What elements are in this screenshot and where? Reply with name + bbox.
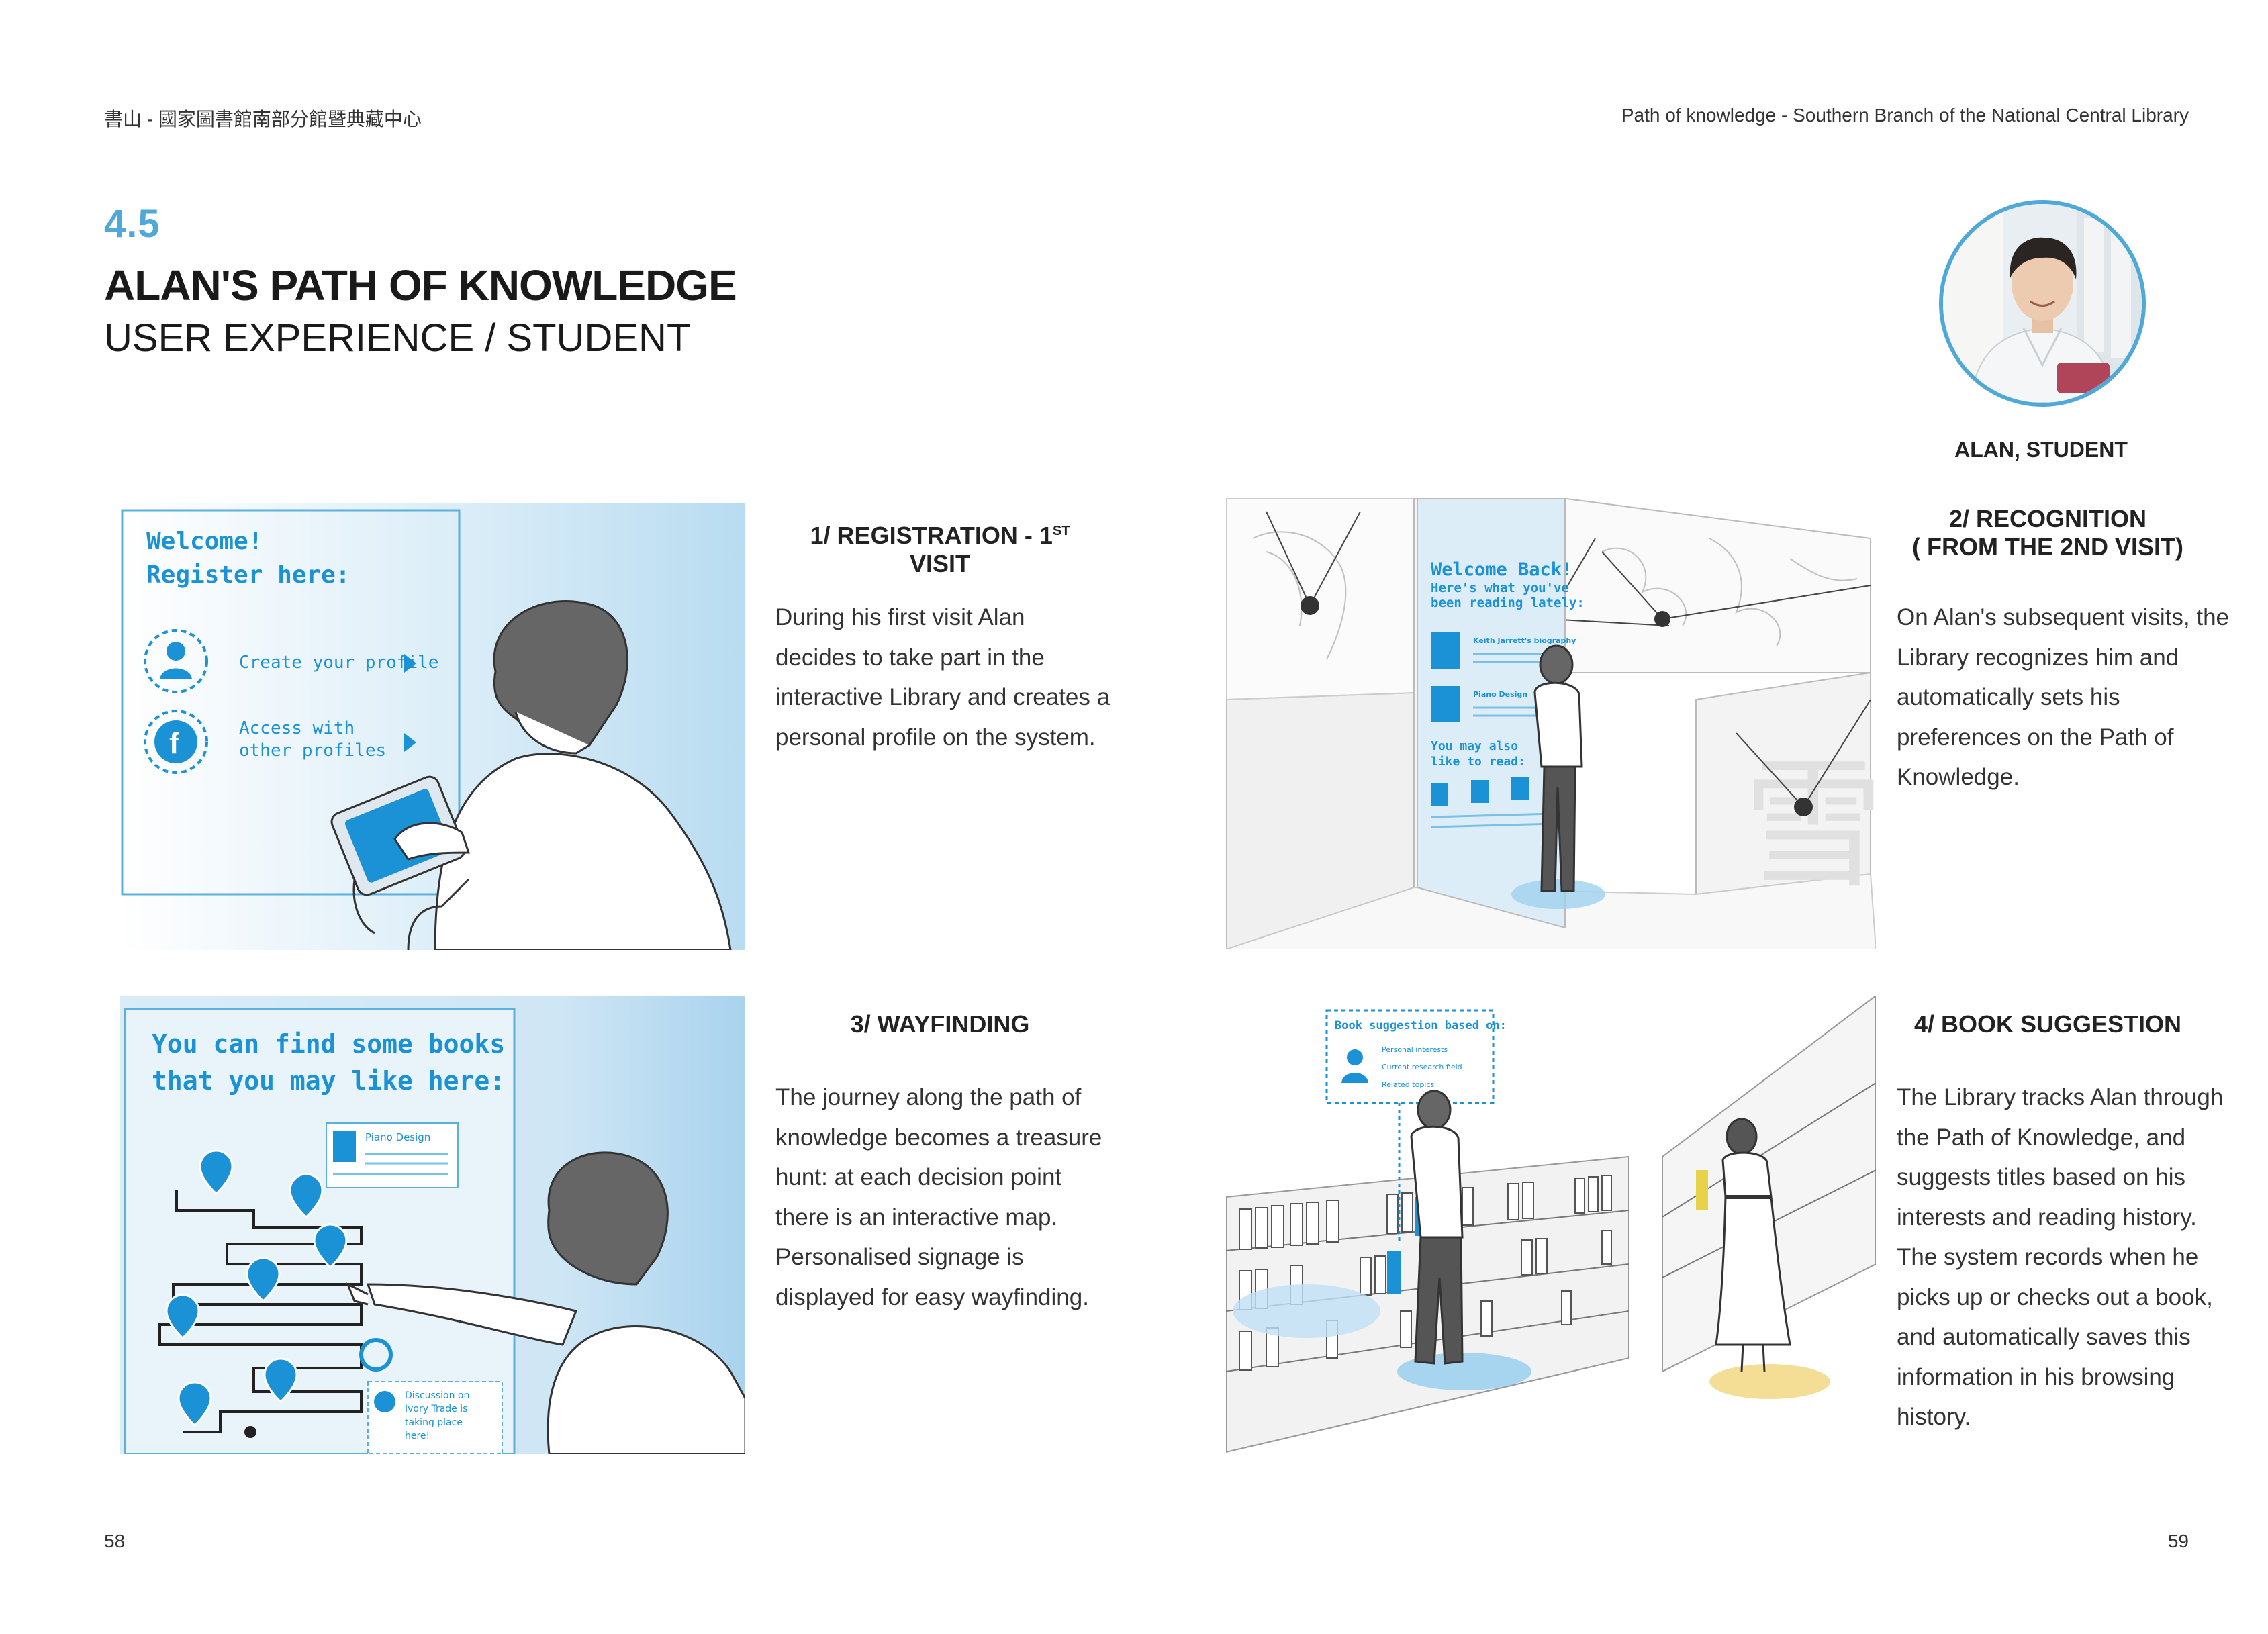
section-title-suggestion: 4/ BOOK SUGGESTION: [1913, 1010, 2182, 1038]
user-profile-icon: [144, 629, 208, 693]
visitor-figure: [1715, 1118, 1791, 1372]
recog-sub-2: been reading lately:: [1431, 595, 1585, 610]
reg-heading-1: Welcome!: [146, 528, 263, 555]
wall-art: [1252, 531, 1858, 660]
tablet-device: [330, 775, 471, 934]
running-header-left: 書山 - 國家圖書館南部分館暨典藏中心: [104, 109, 422, 130]
reg-option-access-1[interactable]: Access with: [239, 718, 355, 738]
persona-portrait: [1939, 200, 2146, 407]
suggestion-box: Book suggestion based on: Personal inter…: [1325, 1009, 1507, 1244]
section-body-wayfinding: The journey along the path of knowledge …: [775, 1084, 1102, 1310]
discussion-note: Discussion on Ivory Trade is taking plac…: [367, 1381, 503, 1454]
section-body-recognition: On Alan's subsequent visits, the Library…: [1897, 604, 2230, 790]
section-title-recognition: 2/ RECOGNITION ( FROM THE 2ND VISIT): [1912, 505, 2183, 561]
arrow-right-icon[interactable]: [404, 733, 416, 752]
student-figure: [346, 1151, 745, 1454]
start-dot: [244, 1426, 256, 1438]
user-icon: [1347, 1049, 1363, 1065]
section-body-registration: During his first visit Alan decides to t…: [775, 604, 1111, 751]
way-note-3: taking place: [405, 1417, 463, 1428]
book-spines: [1239, 1175, 1612, 1371]
way-note-1: Discussion on: [405, 1390, 469, 1401]
welcome-screen: [1417, 498, 1566, 929]
sensor-lines: [1266, 511, 1871, 808]
section-body-suggestion: The Library tracks Alan through the Path…: [1897, 1084, 2224, 1430]
facebook-icon: f: [144, 710, 208, 774]
way-note-4: here!: [405, 1431, 430, 1441]
student-figure: [1533, 644, 1583, 892]
way-heading-1: You can find some books: [152, 1029, 505, 1059]
recog-sub-1: Here's what you've: [1431, 581, 1569, 595]
sugg-item-3: Related topics: [1382, 1080, 1434, 1089]
recog-also-2: like to read:: [1431, 755, 1525, 769]
section-title-wayfinding: 3/ WAYFINDING: [850, 1010, 1030, 1038]
chapter-title: ALAN'S PATH OF KNOWLEDGE: [104, 261, 737, 309]
reg-option-access-2[interactable]: other profiles: [239, 740, 386, 761]
illustration-recognition: 雪 Welcome Back! Here's what you've been …: [1226, 498, 1876, 949]
recog-item-1: Keith Jarrett's biography: [1473, 636, 1576, 645]
sensor-dot: [1794, 798, 1813, 816]
arrow-right-icon[interactable]: [404, 654, 416, 673]
recog-item-2: Piano Design: [1473, 690, 1527, 699]
chapter-subtitle: USER EXPERIENCE / STUDENT: [104, 316, 691, 360]
sugg-item-1: Personal interests: [1382, 1045, 1448, 1054]
sugg-item-2: Current research field: [1382, 1063, 1462, 1071]
location-ring-icon: [359, 1338, 393, 1372]
illustration-wayfinding: You can find some books that you may lik…: [120, 996, 745, 1454]
illustration-suggestion: Book suggestion based on: Personal inter…: [1226, 996, 1876, 1454]
student-figure: [407, 600, 732, 950]
chapter-number: 4.5: [104, 202, 160, 246]
way-note-2: Ivory Trade is: [405, 1404, 467, 1414]
location-pin-icon: [165, 1149, 348, 1427]
illustration-registration: Welcome! Register here: Create your prof…: [120, 503, 745, 950]
sensor-dot: [1654, 611, 1670, 627]
chat-bubble-icon: [374, 1391, 395, 1412]
way-card-title: Piano Design: [365, 1131, 430, 1143]
persona-caption: ALAN, STUDENT: [1954, 438, 2128, 462]
sensor-dot: [1301, 596, 1319, 615]
page-number-right: 59: [2167, 1531, 2189, 1551]
way-heading-2: that you may like here:: [152, 1066, 505, 1096]
section-title-registration: 1/ REGISTRATION - 1ST VISIT: [810, 522, 1070, 577]
book-card: Piano Design: [326, 1122, 459, 1188]
page-number-left: 58: [104, 1531, 126, 1551]
running-header-right: Path of knowledge - Southern Branch of t…: [1621, 105, 2189, 126]
recog-heading: Welcome Back!: [1431, 559, 1572, 580]
reg-heading-2: Register here:: [146, 561, 350, 589]
sugg-title: Book suggestion based on:: [1335, 1019, 1507, 1032]
maze-path: [158, 1190, 363, 1433]
student-figure: [1410, 1090, 1464, 1365]
recog-also-1: You may also: [1431, 739, 1518, 753]
svg-text:f: f: [169, 727, 179, 760]
chinese-glyph: 雪: [1743, 743, 1876, 908]
